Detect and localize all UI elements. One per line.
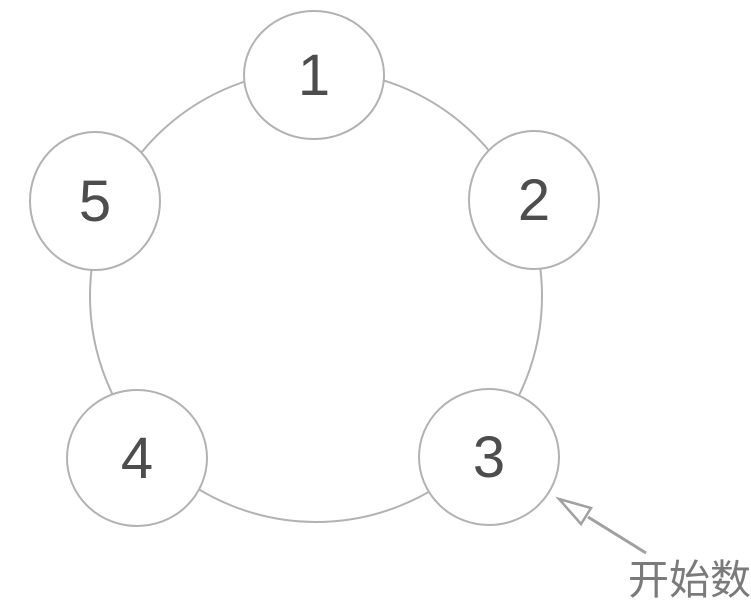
annotation-start-counting: 开始数 xyxy=(628,557,751,603)
node-circle-2 xyxy=(468,130,600,270)
node-label-1: 1 xyxy=(298,43,330,108)
node-label-3: 3 xyxy=(473,425,505,490)
node-circle-1 xyxy=(243,10,385,140)
node-label-5: 5 xyxy=(79,169,111,234)
node-circle-5 xyxy=(29,131,161,271)
arrow-shaft xyxy=(587,515,647,555)
pointer-arrow xyxy=(555,496,647,555)
node-label-4: 4 xyxy=(121,426,153,491)
node-label-2: 2 xyxy=(518,168,550,233)
arrow-head-icon xyxy=(555,496,593,527)
node-circle-3 xyxy=(418,388,560,526)
node-circle-4 xyxy=(66,389,208,527)
